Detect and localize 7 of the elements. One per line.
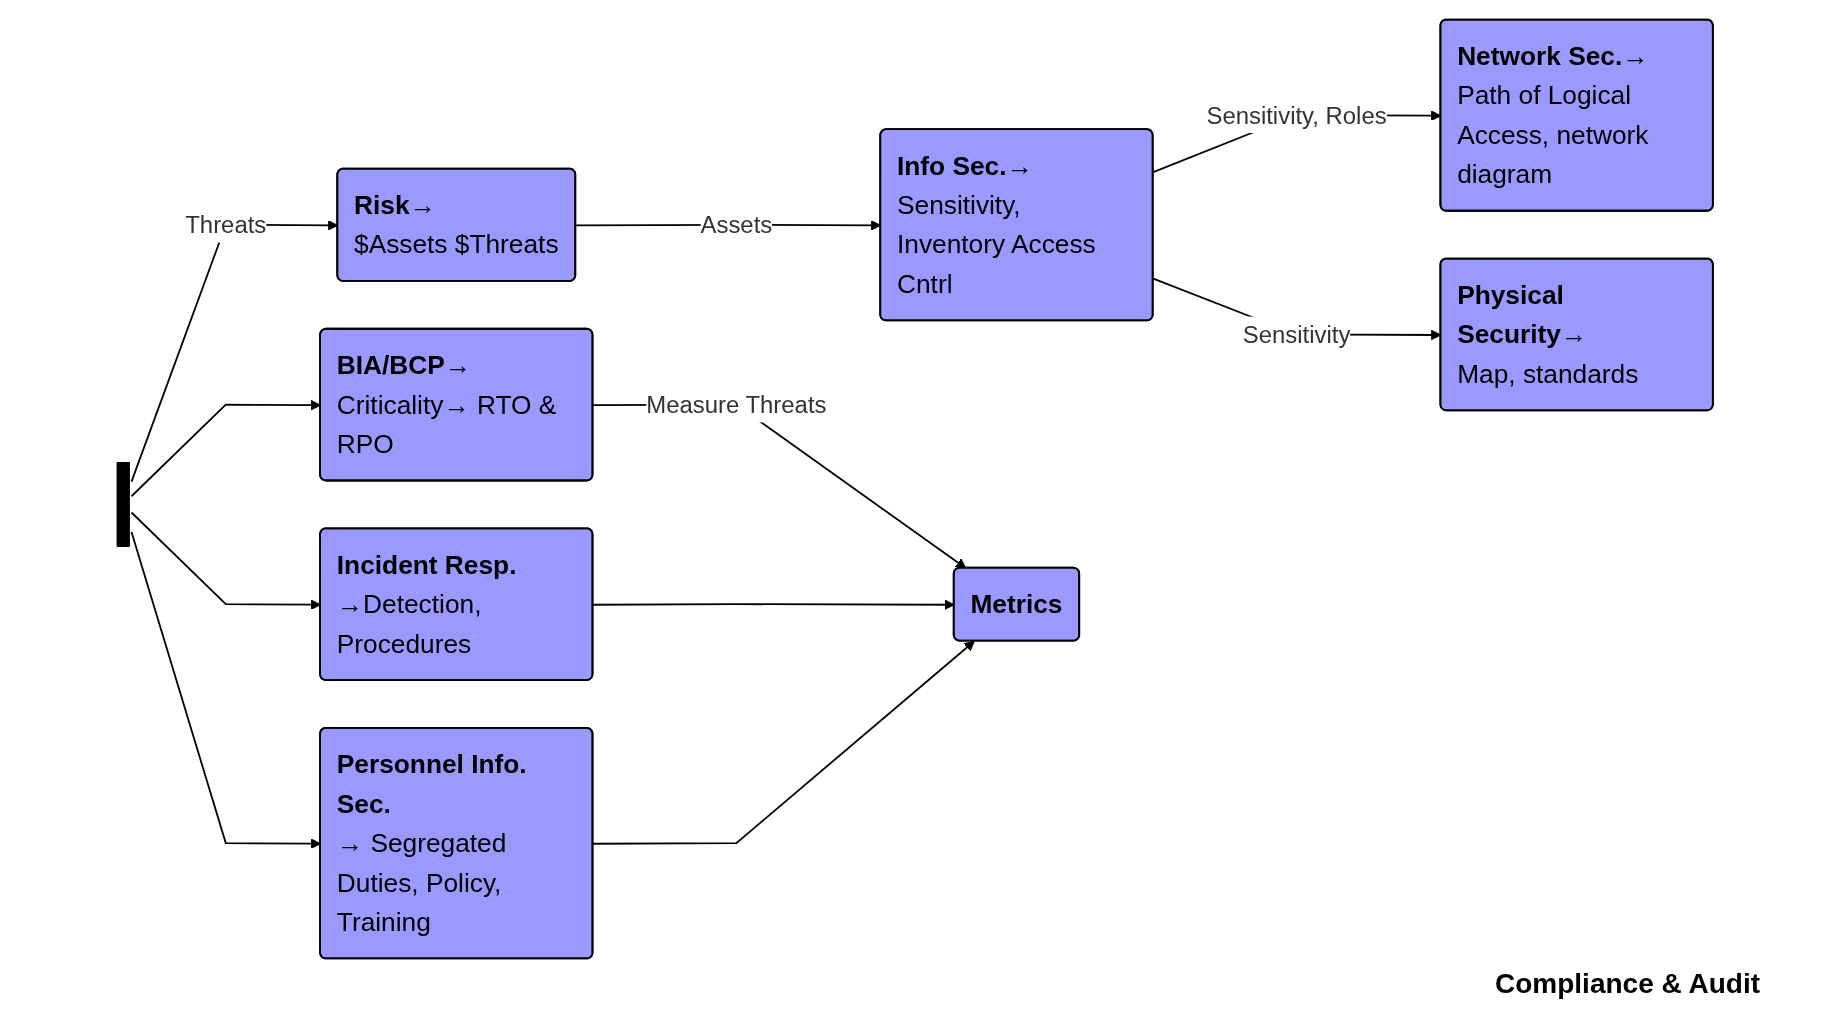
- edge-label: Sensitivity: [1242, 321, 1351, 348]
- edge-label: Measure Threats: [646, 391, 827, 418]
- arrow: [592, 640, 975, 845]
- edge-label: Sensitivity, Roles: [1206, 102, 1387, 129]
- note-text: Compliance & Audit: [1495, 968, 1761, 1000]
- edge-label: Threats: [185, 211, 267, 238]
- edge-label: Assets: [700, 211, 773, 238]
